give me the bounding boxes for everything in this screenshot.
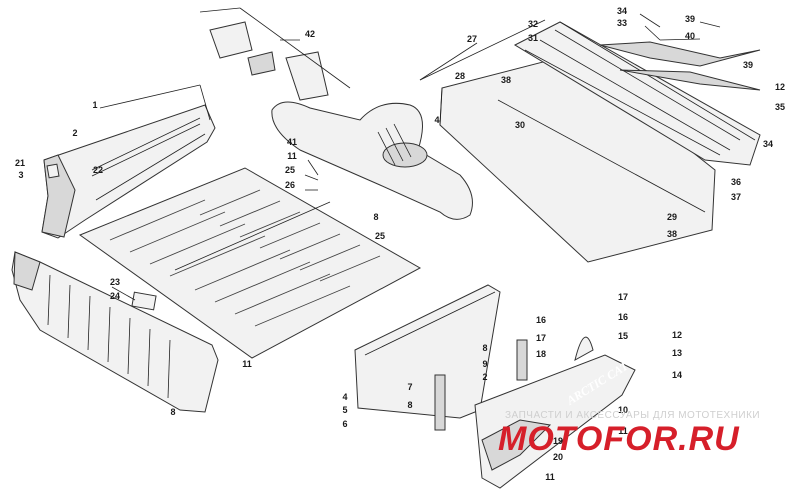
floor-rib (219, 200, 281, 227)
callout-32: 32 (528, 19, 538, 29)
floor-rib (129, 211, 226, 253)
callout-22: 22 (93, 165, 103, 175)
callout-11: 11 (618, 426, 628, 436)
callout-1: 1 (92, 100, 97, 110)
callout-17: 17 (536, 333, 546, 343)
callout-21: 21 (15, 158, 25, 168)
mounting-brackets (199, 7, 351, 101)
callout-25: 25 (375, 231, 385, 241)
watermark-logo: MOTOFOR.RU (498, 420, 740, 458)
tailgate-inner-panel (354, 284, 501, 419)
callout-8: 8 (170, 407, 175, 417)
floor-rib (279, 233, 341, 260)
callout-30: 30 (515, 120, 525, 130)
callout-12: 12 (672, 330, 682, 340)
callout-39: 39 (685, 14, 695, 24)
callout-15: 15 (618, 331, 628, 341)
callout-28: 28 (455, 71, 465, 81)
floor-rib (319, 255, 381, 282)
side-decals (599, 41, 761, 91)
callout-8: 8 (407, 400, 412, 410)
callout-4: 4 (434, 115, 439, 125)
floor-rib (299, 244, 361, 271)
callout-38: 38 (667, 229, 677, 239)
callout-8: 8 (373, 212, 378, 222)
front-bulkhead (11, 251, 219, 413)
callout-25: 25 (285, 165, 295, 175)
callout-18: 18 (536, 349, 546, 359)
callout-20: 20 (553, 452, 563, 462)
callout-8: 8 (482, 343, 487, 353)
callout-17: 17 (618, 292, 628, 302)
callout-35: 35 (775, 102, 785, 112)
floor-rib (254, 285, 351, 327)
callout-23: 23 (110, 277, 120, 287)
callout-36: 36 (731, 177, 741, 187)
callout-11: 11 (242, 359, 252, 369)
storage-case (271, 101, 473, 220)
callout-9: 9 (482, 359, 487, 369)
callout-2: 2 (482, 372, 487, 382)
floor-rib (149, 223, 246, 265)
bed-floor (78, 167, 422, 359)
callout-34: 34 (763, 139, 773, 149)
callout-13: 13 (672, 348, 682, 358)
callout-19: 19 (553, 436, 563, 446)
left-side-wall (41, 104, 216, 239)
callout-38: 38 (501, 75, 511, 85)
floor-rib (169, 235, 266, 277)
floor-rib (234, 273, 331, 315)
callout-24: 24 (110, 291, 120, 301)
callout-26: 26 (285, 180, 295, 190)
callout-42: 42 (305, 29, 315, 39)
side-rail (497, 21, 761, 213)
floor-rib (214, 261, 311, 303)
callout-39: 39 (743, 60, 753, 70)
floor-rib (259, 222, 321, 249)
callout-27: 27 (467, 34, 477, 44)
callout-31: 31 (528, 33, 538, 43)
callout-2: 2 (72, 128, 77, 138)
callout-37: 37 (731, 192, 741, 202)
callout-33: 33 (617, 18, 627, 28)
callout-12: 12 (775, 82, 785, 92)
floor-rib (199, 189, 261, 216)
callout-40: 40 (685, 31, 695, 41)
callout-10: 10 (618, 405, 628, 415)
callout-14: 14 (672, 370, 682, 380)
callout-11: 11 (545, 472, 555, 482)
callout-4: 4 (342, 392, 347, 402)
floor-rib (109, 199, 206, 241)
callout-29: 29 (667, 212, 677, 222)
watermark-caption: ЗАПЧАСТИ И АКСЕССУАРЫ ДЛЯ МОТОТЕХНИКИ (505, 410, 760, 421)
callout-3: 3 (18, 170, 23, 180)
callout-16: 16 (618, 312, 628, 322)
floor-rib (239, 211, 301, 238)
callout-16: 16 (536, 315, 546, 325)
callout-41: 41 (287, 137, 297, 147)
callout-5: 5 (342, 405, 347, 415)
watermark: ЗАПЧАСТИ И АКСЕССУАРЫ ДЛЯ МОТОТЕХНИКИ MO… (498, 410, 760, 458)
callout-11: 11 (287, 151, 297, 161)
callout-7: 7 (407, 382, 412, 392)
callout-6: 6 (342, 419, 347, 429)
floor-rib (194, 249, 291, 291)
callout-34: 34 (617, 6, 627, 16)
leader-lines (99, 13, 721, 301)
